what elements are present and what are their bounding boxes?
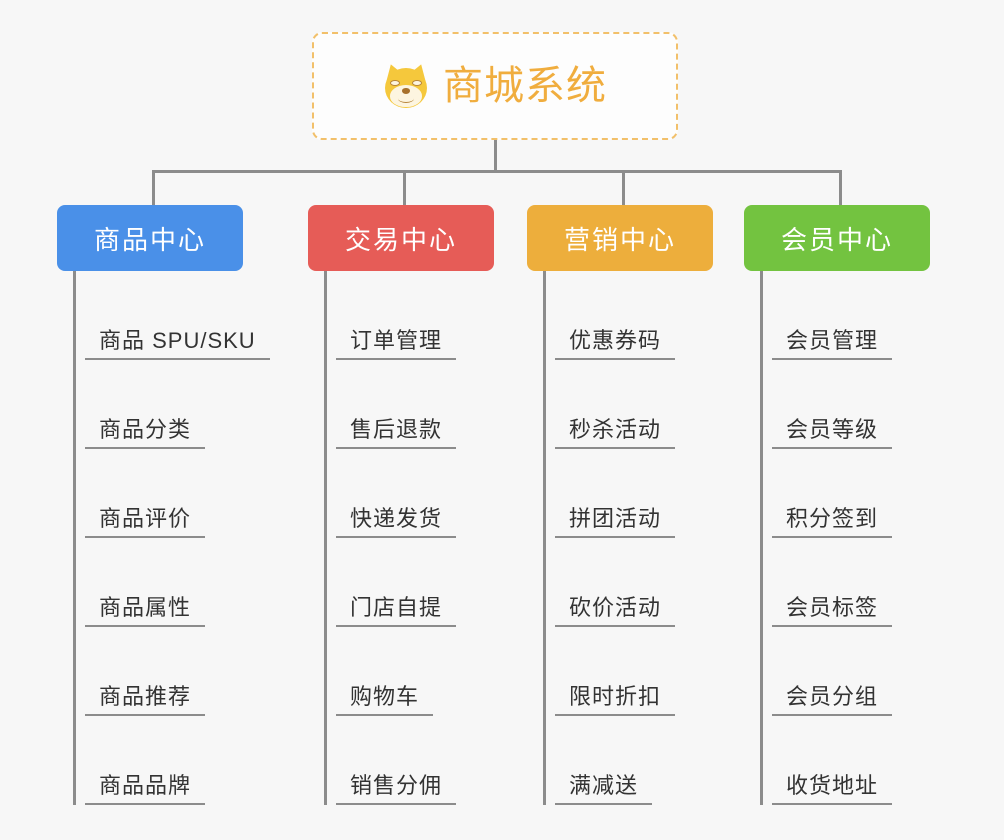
list-item[interactable]: 拼团活动	[543, 449, 676, 538]
list-item[interactable]: 会员标签	[760, 538, 893, 627]
branch-column-1: 商品中心 商品 SPU/SKU 商品分类 商品评价 商品属性 商品推荐 商品品牌	[57, 205, 307, 805]
list-item[interactable]: 商品品牌	[73, 716, 270, 805]
connector-horizontal-bus	[152, 170, 842, 173]
branch-header-2[interactable]: 交易中心	[308, 205, 494, 271]
list-item[interactable]: 砍价活动	[543, 538, 676, 627]
list-item[interactable]: 销售分佣	[324, 716, 457, 805]
leaf-label: 会员分组	[786, 683, 879, 709]
list-item[interactable]: 商品分类	[73, 360, 270, 449]
leaf-list-4: 会员管理 会员等级 积分签到 会员标签 会员分组 收货地址	[760, 271, 893, 805]
list-item[interactable]: 商品推荐	[73, 627, 270, 716]
branch-header-label-4: 会员中心	[780, 224, 893, 255]
leaf-label: 会员等级	[786, 416, 879, 442]
leaf-label: 商品 SPU/SKU	[99, 327, 256, 353]
list-item[interactable]: 商品 SPU/SKU	[73, 271, 270, 360]
leaf-label: 商品品牌	[99, 772, 192, 798]
branch-spine-2	[324, 271, 327, 805]
leaf-label: 会员管理	[786, 327, 879, 353]
leaf-list-3: 优惠券码 秒杀活动 拼团活动 砍价活动 限时折扣 满减送	[543, 271, 676, 805]
leaf-label: 积分签到	[786, 505, 879, 531]
shiba-dog-face-icon	[382, 61, 430, 109]
leaf-label: 订单管理	[350, 327, 443, 353]
leaf-label: 拼团活动	[569, 505, 662, 531]
branch-spine-4	[760, 271, 763, 805]
leaf-label: 商品分类	[99, 416, 192, 442]
leaf-label: 收货地址	[786, 772, 879, 798]
leaf-label: 门店自提	[350, 594, 443, 620]
leaf-label: 限时折扣	[569, 683, 662, 709]
list-item[interactable]: 商品评价	[73, 449, 270, 538]
leaf-label: 销售分佣	[350, 772, 443, 798]
branch-header-4[interactable]: 会员中心	[744, 205, 930, 271]
list-item[interactable]: 快递发货	[324, 449, 457, 538]
connector-drop-4	[839, 170, 842, 207]
list-item[interactable]: 积分签到	[760, 449, 893, 538]
leaf-label: 优惠券码	[569, 327, 662, 353]
leaf-label: 售后退款	[350, 416, 443, 442]
branch-header-label-2: 交易中心	[344, 224, 457, 255]
leaf-label: 满减送	[569, 772, 639, 798]
root-title: 商城系统	[443, 64, 607, 108]
list-item[interactable]: 会员分组	[760, 627, 893, 716]
list-item[interactable]: 满减送	[543, 716, 675, 805]
connector-drop-3	[622, 170, 625, 207]
branch-column-4: 会员中心 会员管理 会员等级 积分签到 会员标签 会员分组 收货地址	[744, 205, 964, 805]
leaf-label: 快递发货	[350, 505, 443, 531]
leaf-label: 商品推荐	[99, 683, 192, 709]
leaf-list-2: 订单管理 售后退款 快递发货 门店自提 购物车 销售分佣	[324, 271, 457, 805]
list-item[interactable]: 订单管理	[324, 271, 457, 360]
leaf-label: 会员标签	[786, 594, 879, 620]
list-item[interactable]: 优惠券码	[543, 271, 676, 360]
connector-drop-1	[152, 170, 155, 207]
connector-root-stem	[494, 140, 497, 173]
list-item[interactable]: 购物车	[324, 627, 456, 716]
leaf-label: 购物车	[350, 683, 420, 709]
branch-header-1[interactable]: 商品中心	[57, 205, 243, 271]
leaf-label: 秒杀活动	[569, 416, 662, 442]
list-item[interactable]: 售后退款	[324, 360, 457, 449]
branch-header-label-3: 营销中心	[563, 224, 676, 255]
branch-column-3: 营销中心 优惠券码 秒杀活动 拼团活动 砍价活动 限时折扣 满减送	[527, 205, 747, 805]
branch-header-label-1: 商品中心	[93, 224, 206, 255]
branch-header-3[interactable]: 营销中心	[527, 205, 713, 271]
connector-drop-2	[403, 170, 406, 207]
branch-spine-3	[543, 271, 546, 805]
list-item[interactable]: 商品属性	[73, 538, 270, 627]
leaf-list-1: 商品 SPU/SKU 商品分类 商品评价 商品属性 商品推荐 商品品牌	[73, 271, 270, 805]
branch-column-2: 交易中心 订单管理 售后退款 快递发货 门店自提 购物车 销售分佣	[308, 205, 528, 805]
list-item[interactable]: 会员管理	[760, 271, 893, 360]
list-item[interactable]: 限时折扣	[543, 627, 676, 716]
list-item[interactable]: 会员等级	[760, 360, 893, 449]
root-node[interactable]: 商城系统	[312, 32, 678, 140]
list-item[interactable]: 收货地址	[760, 716, 893, 805]
leaf-label: 砍价活动	[569, 594, 662, 620]
leaf-label: 商品属性	[99, 594, 192, 620]
list-item[interactable]: 秒杀活动	[543, 360, 676, 449]
branch-spine-1	[73, 271, 76, 805]
list-item[interactable]: 门店自提	[324, 538, 457, 627]
leaf-label: 商品评价	[99, 505, 192, 531]
